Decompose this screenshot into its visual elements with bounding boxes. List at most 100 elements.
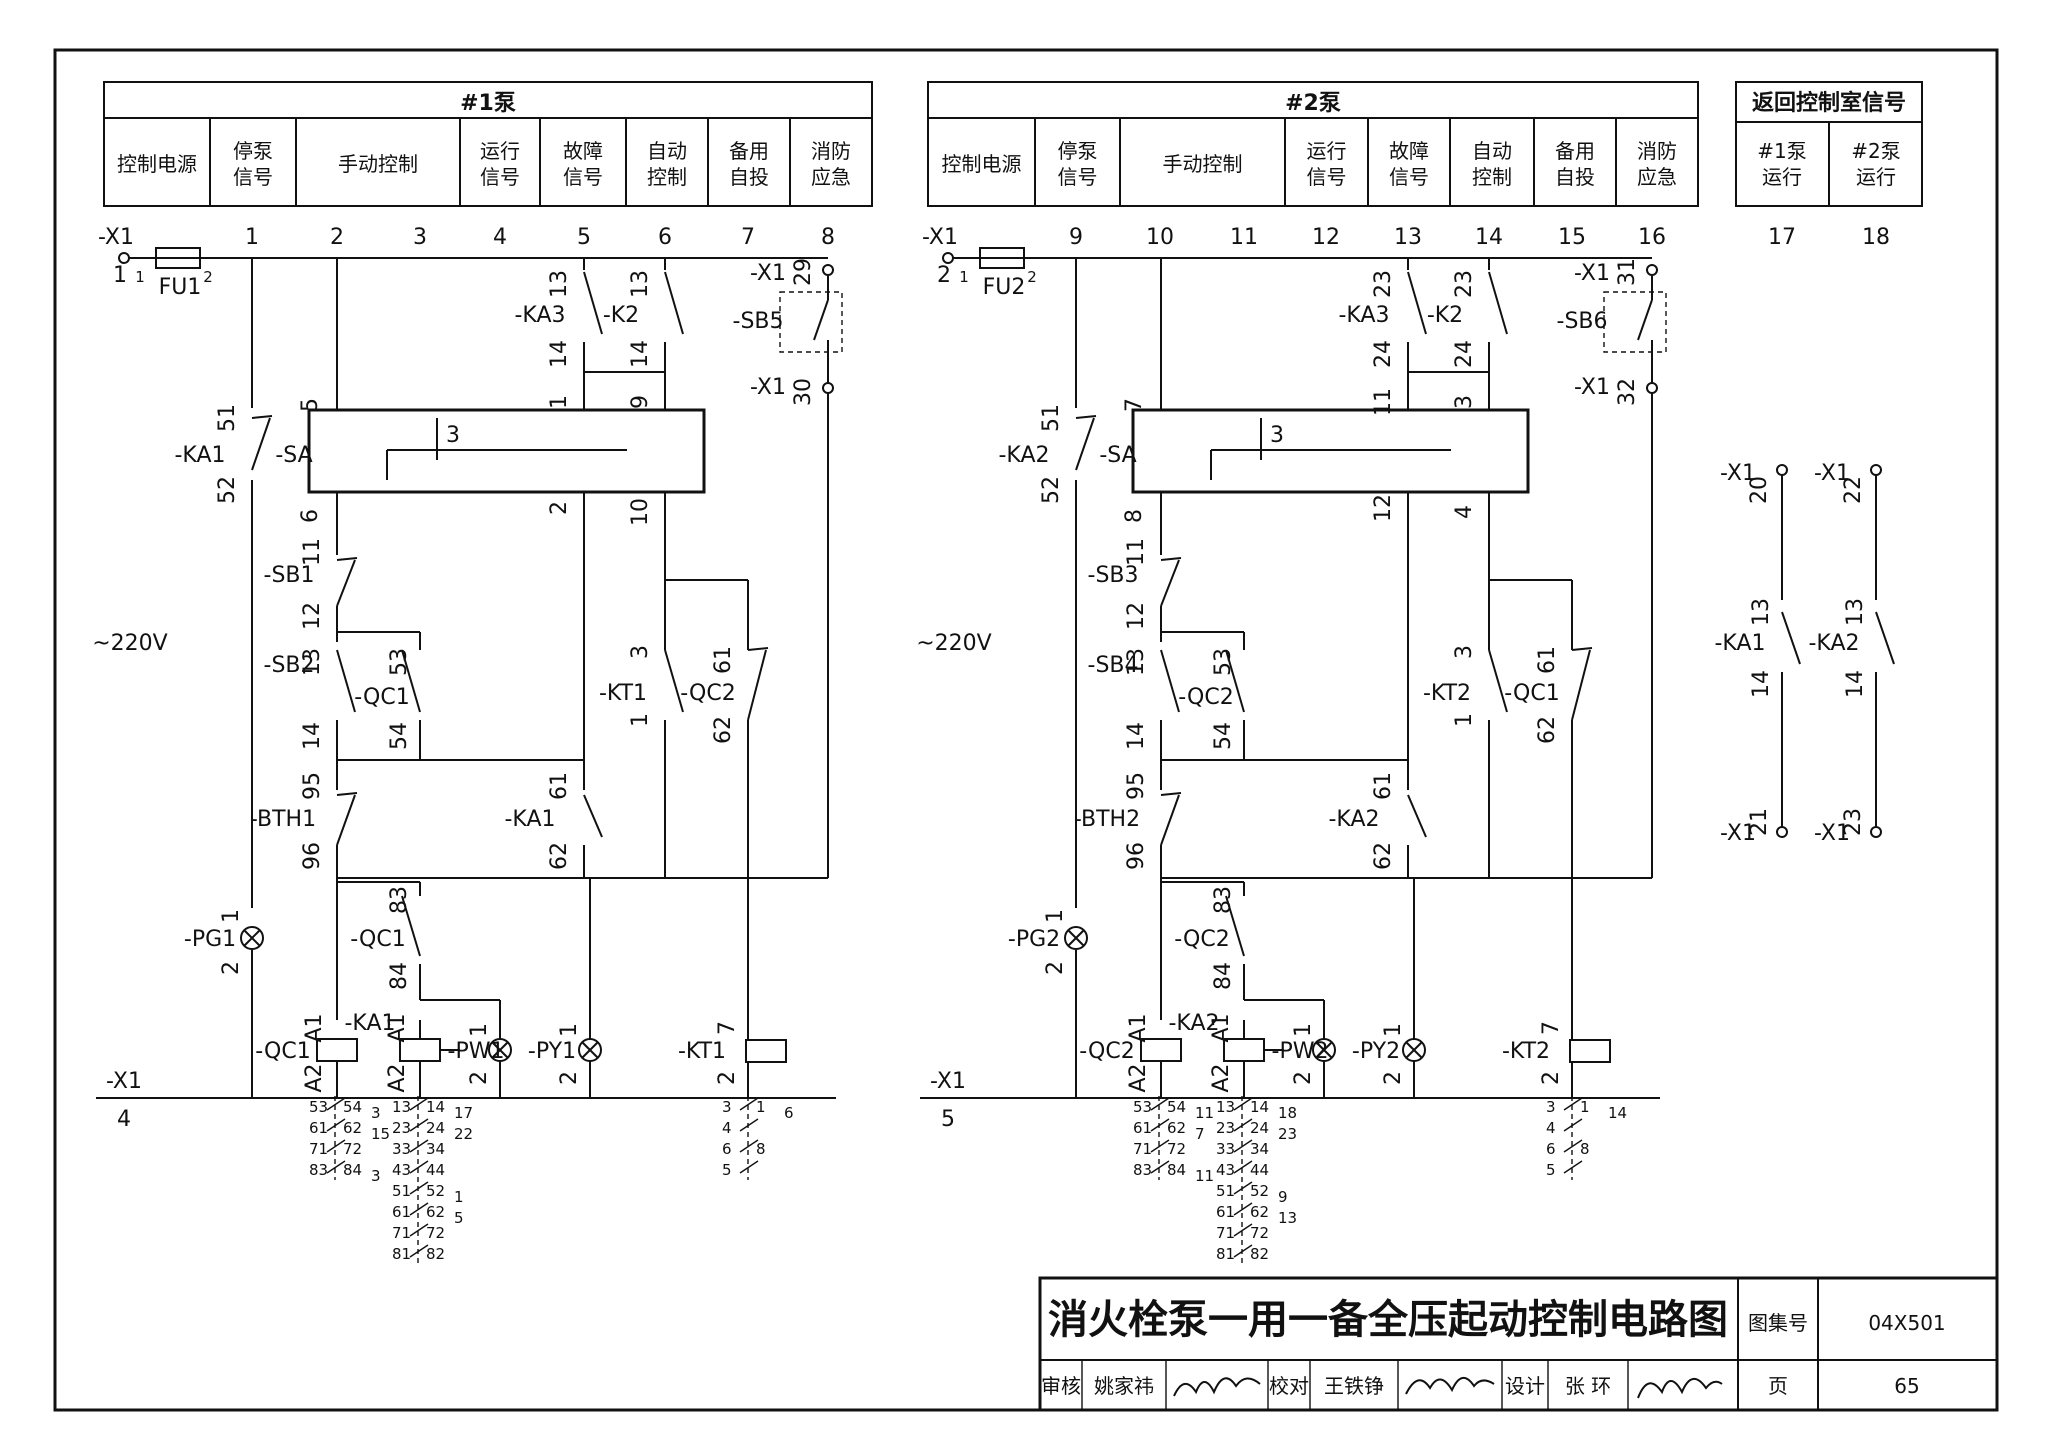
column-header-2-line: 停泵 bbox=[1058, 139, 1098, 163]
pg-lamp-x2 bbox=[1067, 929, 1085, 947]
terminal-number: 10 bbox=[628, 498, 653, 526]
terminal-number: 1 bbox=[1291, 1023, 1316, 1037]
terminal-number: 62 bbox=[1535, 716, 1560, 744]
terminal-number: 13 bbox=[547, 270, 572, 298]
circuit-number-5: 5 bbox=[577, 225, 591, 250]
kt-contact-table-num: 6 bbox=[722, 1140, 732, 1158]
return-x1-bottom: -X1 bbox=[1814, 821, 1850, 846]
terminal-number: 12 bbox=[300, 602, 325, 630]
ka-contact-table-slash bbox=[409, 1097, 429, 1111]
k2-label: -K2 bbox=[1427, 303, 1463, 328]
column-header-7-line: 自投 bbox=[1555, 165, 1595, 189]
ka-contact-table-num: 44 bbox=[426, 1161, 445, 1179]
column-header-3-line: 手动控制 bbox=[1163, 152, 1243, 176]
return-terminal-bottom bbox=[1776, 826, 1788, 838]
ka-nc2-contact bbox=[1407, 794, 1427, 838]
return-x1-top: -X1 bbox=[1814, 461, 1850, 486]
sheet-border bbox=[53, 48, 1999, 1412]
x1-sb-top: -X1 bbox=[1574, 261, 1610, 286]
kt-contact-table-num: 1 bbox=[756, 1098, 766, 1116]
terminal-number: 5 bbox=[298, 398, 323, 412]
kt-contact-table-num: 8 bbox=[756, 1140, 766, 1158]
py-lamp-x2 bbox=[1405, 1041, 1423, 1059]
qc-contact-table-ref: 15 bbox=[371, 1125, 390, 1143]
designer-signature bbox=[1637, 1378, 1723, 1399]
terminal-number: 1 bbox=[547, 395, 572, 409]
kt-label: -KT1 bbox=[599, 681, 647, 706]
kt-contact-table-slash bbox=[739, 1118, 759, 1132]
sb-stop-label: -SB3 bbox=[1088, 563, 1139, 588]
bth-label: -BTH2 bbox=[1074, 807, 1140, 832]
qc-contact-table-num: 84 bbox=[343, 1161, 362, 1179]
ka-nc2-contact bbox=[583, 794, 603, 838]
qc-contact-table-num: 72 bbox=[1167, 1140, 1186, 1158]
ka-nc-contact bbox=[251, 417, 271, 471]
ka-contact-table-num: 23 bbox=[1216, 1119, 1235, 1137]
pg-label: -PG2 bbox=[1008, 927, 1060, 952]
terminal-number: 3 bbox=[628, 645, 653, 659]
circuit-number-16: 16 bbox=[1638, 225, 1666, 250]
terminal-number: 24 bbox=[1371, 340, 1396, 368]
terminal-number: 96 bbox=[1124, 842, 1149, 870]
terminal-number: 13 bbox=[1124, 648, 1149, 676]
kt-contact-table-ref: 6 bbox=[784, 1104, 794, 1122]
ka3-label: -KA3 bbox=[514, 303, 565, 328]
terminal-number: 83 bbox=[1211, 886, 1236, 914]
atlas-label: 图集号 bbox=[1748, 1311, 1808, 1335]
kt-contact-table-num: 4 bbox=[722, 1119, 732, 1137]
qc-contact-table-slash bbox=[326, 1097, 346, 1111]
atlas-number: 04X501 bbox=[1868, 1311, 1945, 1335]
x1-sb-top: -X1 bbox=[750, 261, 786, 286]
supply-voltage: ~220V bbox=[916, 631, 991, 656]
sa-switch-block bbox=[307, 408, 706, 494]
sb-emergency-contact bbox=[1637, 299, 1653, 341]
qc-nc-contact-bar bbox=[1571, 647, 1593, 651]
ka-contact-table-slash bbox=[409, 1139, 429, 1153]
terminal-number: A2 bbox=[1126, 1063, 1151, 1092]
k2-label: -K2 bbox=[603, 303, 639, 328]
terminal-number: A2 bbox=[302, 1063, 327, 1092]
k2-contact bbox=[664, 271, 684, 335]
terminal-x1-top bbox=[118, 252, 130, 264]
terminal-number: 95 bbox=[300, 772, 325, 800]
ka-nc-contact bbox=[1075, 417, 1095, 471]
terminal-number: 23 bbox=[1841, 808, 1866, 836]
terminal-number: 84 bbox=[1211, 962, 1236, 990]
terminal-number: 24 bbox=[1452, 340, 1477, 368]
ka-contact-table-num: 82 bbox=[426, 1245, 445, 1263]
x1-top-label: -X1 bbox=[922, 225, 958, 250]
sa-number: 3 bbox=[1270, 423, 1284, 448]
column-header-2-line: 停泵 bbox=[233, 139, 273, 163]
terminal-number: 23 bbox=[1371, 270, 1396, 298]
terminal-number: A1 bbox=[385, 1013, 410, 1042]
ka-contact-table-num: 34 bbox=[1250, 1140, 1269, 1158]
terminal-number: 84 bbox=[387, 962, 412, 990]
ka-contact-table-num: 71 bbox=[1216, 1224, 1235, 1242]
x1-sb-bottom: -X1 bbox=[1574, 375, 1610, 400]
ka-contact-table-ref: 9 bbox=[1278, 1188, 1288, 1206]
terminal-number: 1 bbox=[1452, 713, 1477, 727]
terminal-number: 51 bbox=[215, 404, 240, 432]
terminal-number: 11 bbox=[1371, 388, 1396, 416]
column-header-8-line: 应急 bbox=[1637, 165, 1677, 189]
kt-coil bbox=[1569, 1039, 1611, 1063]
k2-contact bbox=[1488, 271, 1508, 335]
terminal-number: 2 bbox=[547, 501, 572, 515]
return-terminal-bottom bbox=[1870, 826, 1882, 838]
terminal-number: 14 bbox=[1749, 670, 1774, 698]
column-header-3: 手动控制 bbox=[338, 152, 418, 176]
fuse-right-number: 2 bbox=[1027, 268, 1037, 286]
bth-contact-bar bbox=[336, 792, 358, 796]
